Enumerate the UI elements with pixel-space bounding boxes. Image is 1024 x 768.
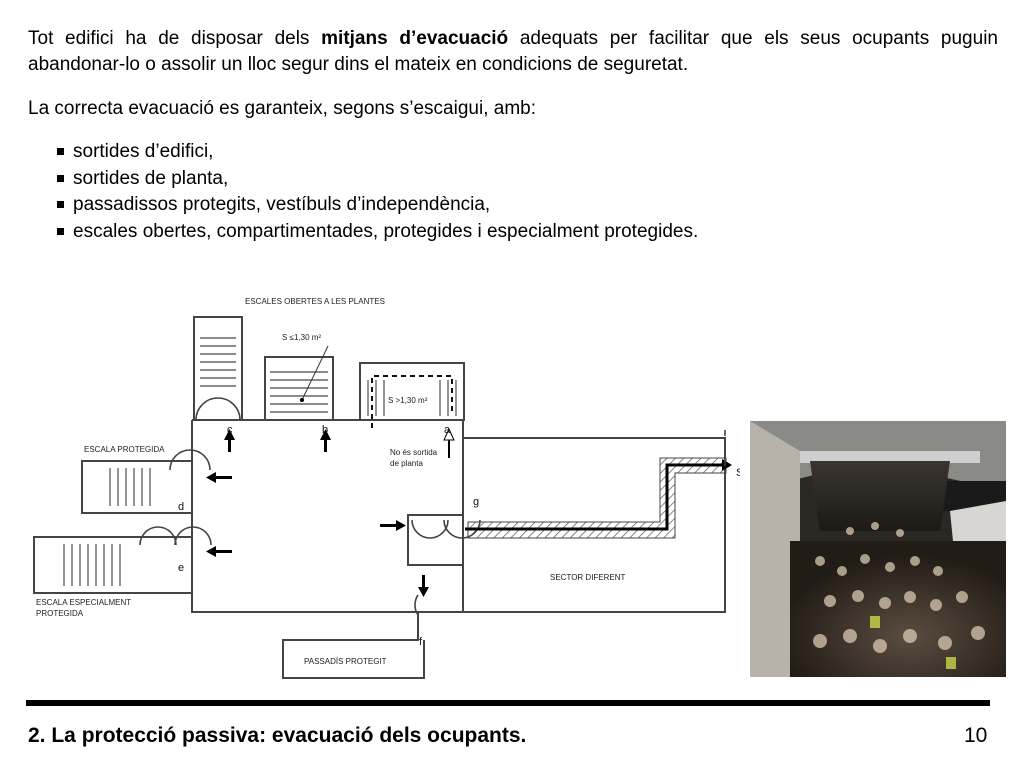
list-item: sortides de planta, (57, 166, 698, 193)
different-sector-label: SECTOR DIFERENT (550, 573, 626, 582)
list-item: sortides d’edifici, (57, 139, 698, 166)
exit-label-d: d (178, 501, 184, 513)
protected-stair-label: ESCALA PROTEGIDA (84, 445, 165, 454)
exit-label-g: g (473, 496, 479, 508)
means-of-evacuation-list: sortides d’edifici, sortides de planta, … (57, 139, 698, 245)
intro-text-end: adequats per facilitar que els seus ocup… (28, 28, 998, 75)
no-exit-label-1: No és sortida (390, 448, 438, 457)
plan-title: ESCALES OBERTES A LES PLANTES (245, 297, 385, 306)
slide-title: 2. La protecció passiva: evacuació dels … (28, 724, 527, 747)
exit-label-s: S (736, 467, 740, 479)
exit-label-c: c (227, 424, 233, 436)
area-small-label: S ≤1,30 m² (282, 333, 321, 342)
exit-label-e: e (178, 562, 184, 574)
specially-protected-stair-label-1: ESCALA ESPECIALMENT (36, 598, 131, 607)
exit-label-f: f (419, 636, 423, 648)
exit-label-a: a (444, 424, 451, 436)
page-number: 10 (964, 724, 988, 747)
protected-corridor-label: PASSADÍS PROTEGIT (304, 657, 387, 666)
exit-label-b: b (322, 424, 328, 436)
footer-divider (26, 700, 990, 706)
area-large-label: S >1,30 m² (388, 396, 428, 405)
list-item: passadissos protegits, vestíbuls d’indep… (57, 192, 698, 219)
crowd-evacuation-photo (750, 421, 1006, 677)
intro-text-start: Tot edifici ha de disposar dels (28, 28, 322, 49)
bullet-square-icon (57, 174, 64, 182)
specially-protected-stair-label-2: PROTEGIDA (36, 609, 84, 618)
bullet-square-icon (57, 227, 64, 235)
intro-bold-term: mitjans d’evacuació (321, 28, 509, 49)
intro-paragraph: Tot edifici ha de disposar dels mitjans … (28, 26, 998, 78)
evacuation-guarantee-text: La correcta evacuació es garanteix, sego… (28, 98, 536, 119)
no-exit-label-2: de planta (390, 459, 423, 468)
list-item: escales obertes, compartimentades, prote… (57, 219, 698, 246)
bullet-square-icon (57, 148, 64, 155)
evacuation-floor-plan: ESCALES OBERTES A LES PLANTES S ≤1,30 m²… (33, 297, 740, 679)
bullet-square-icon (57, 201, 64, 208)
